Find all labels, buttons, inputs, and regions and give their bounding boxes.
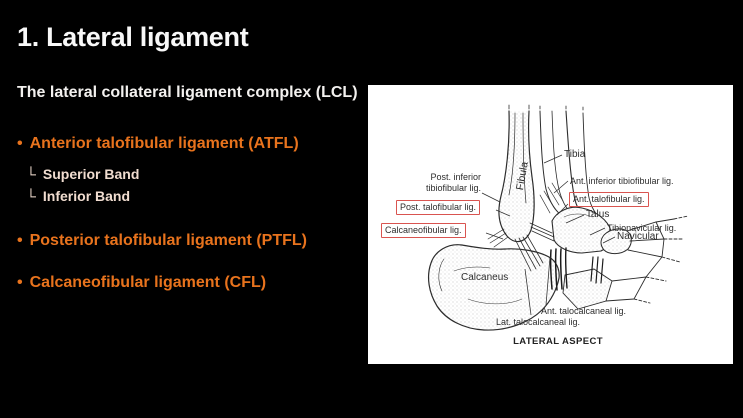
label-ant-talofibular-highlighted: Ant. talofibular lig. (569, 192, 649, 207)
bullet-cfl: • Calcaneofibular ligament (CFL) (17, 274, 266, 292)
page-title: 1. Lateral ligament (17, 22, 249, 52)
label-ant-talocalcaneal: Ant. talocalcaneal lig. (541, 306, 627, 316)
bullet-dot-icon: • (17, 232, 23, 249)
label-calcaneus: Calcaneus (461, 272, 509, 283)
label-tibionavicular: Tibionavicular lig. (607, 223, 677, 233)
elbow-icon: └ (26, 188, 36, 204)
bullet-dot-icon: • (17, 274, 23, 291)
bullet-atfl: • Anterior talofibular ligament (ATFL) (17, 135, 299, 153)
fibula-bone-shape (498, 110, 535, 243)
ligament-fibers (487, 182, 604, 291)
label-navicular: Navicular (617, 231, 659, 242)
subitem-inferior-band-label: Inferior Band (42, 188, 131, 204)
bullet-ptfl: • Posterior talofibular ligament (PTFL) (17, 232, 307, 250)
tibia-bone-shape (539, 110, 566, 219)
ankle-line-drawing (427, 104, 689, 331)
navicular-bone-shape (600, 228, 632, 255)
anatomy-figure: Tibia Fibula Post. inferior tibiofibular… (368, 85, 733, 364)
bullet-cfl-label: Calcaneofibular ligament (CFL) (29, 274, 267, 291)
subtitle: The lateral collateral ligament complex … (17, 84, 358, 101)
subitem-inferior-band: └ Inferior Band (26, 188, 130, 204)
figure-caption: LATERAL ASPECT (513, 336, 603, 347)
bone-outlines (427, 104, 689, 331)
label-lat-talocalcaneal: Lat. talocalcaneal lig. (496, 317, 581, 327)
label-pointer-lines (481, 154, 616, 316)
calcaneus-bone-shape (427, 244, 560, 331)
elbow-icon: └ (26, 166, 36, 182)
label-post-talofibular-highlighted: Post. talofibular lig. (396, 200, 481, 215)
label-tibia: Tibia (564, 149, 586, 160)
subitem-superior-band: └ Superior Band (26, 166, 139, 182)
subitem-superior-band-label: Superior Band (42, 166, 140, 182)
label-ant-inferior-tibiofibular: Ant. inferior tibiofibular lig. (570, 176, 674, 186)
label-talus: Talus (586, 209, 610, 220)
bullet-ptfl-label: Posterior talofibular ligament (PTFL) (29, 232, 307, 249)
bullet-dot-icon: • (17, 135, 23, 152)
cuboid-bone-shape (562, 268, 613, 310)
label-post-inferior-tibiofibular: Post. inferior tibiofibular lig. (425, 172, 481, 193)
bullet-atfl-label: Anterior talofibular ligament (ATFL) (29, 135, 299, 152)
label-calcaneofibular-highlighted: Calcaneofibular lig. (381, 223, 466, 238)
